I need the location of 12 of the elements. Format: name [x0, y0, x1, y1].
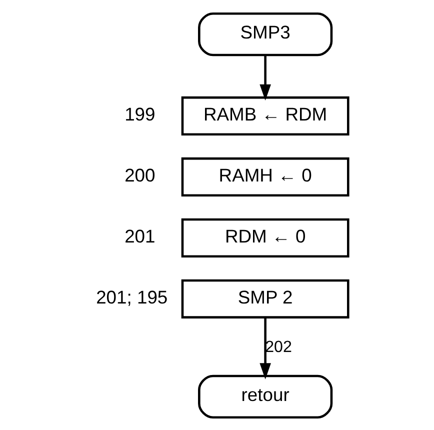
node-label: 201; 195	[96, 286, 168, 307]
node-label: 200	[124, 164, 156, 185]
node-box: RAMH ← 0	[181, 156, 350, 196]
arrow	[260, 317, 271, 379]
arrow	[260, 54, 271, 100]
node-box: RAMB ← RDM	[181, 96, 350, 136]
node-box: RDM ← 0	[181, 218, 350, 257]
node-label: 199	[124, 102, 156, 124]
node-box: retour	[198, 374, 333, 418]
node-box: SMP 2	[181, 278, 350, 318]
node-label: 201	[124, 224, 156, 246]
node-box: SMP3	[198, 12, 333, 56]
